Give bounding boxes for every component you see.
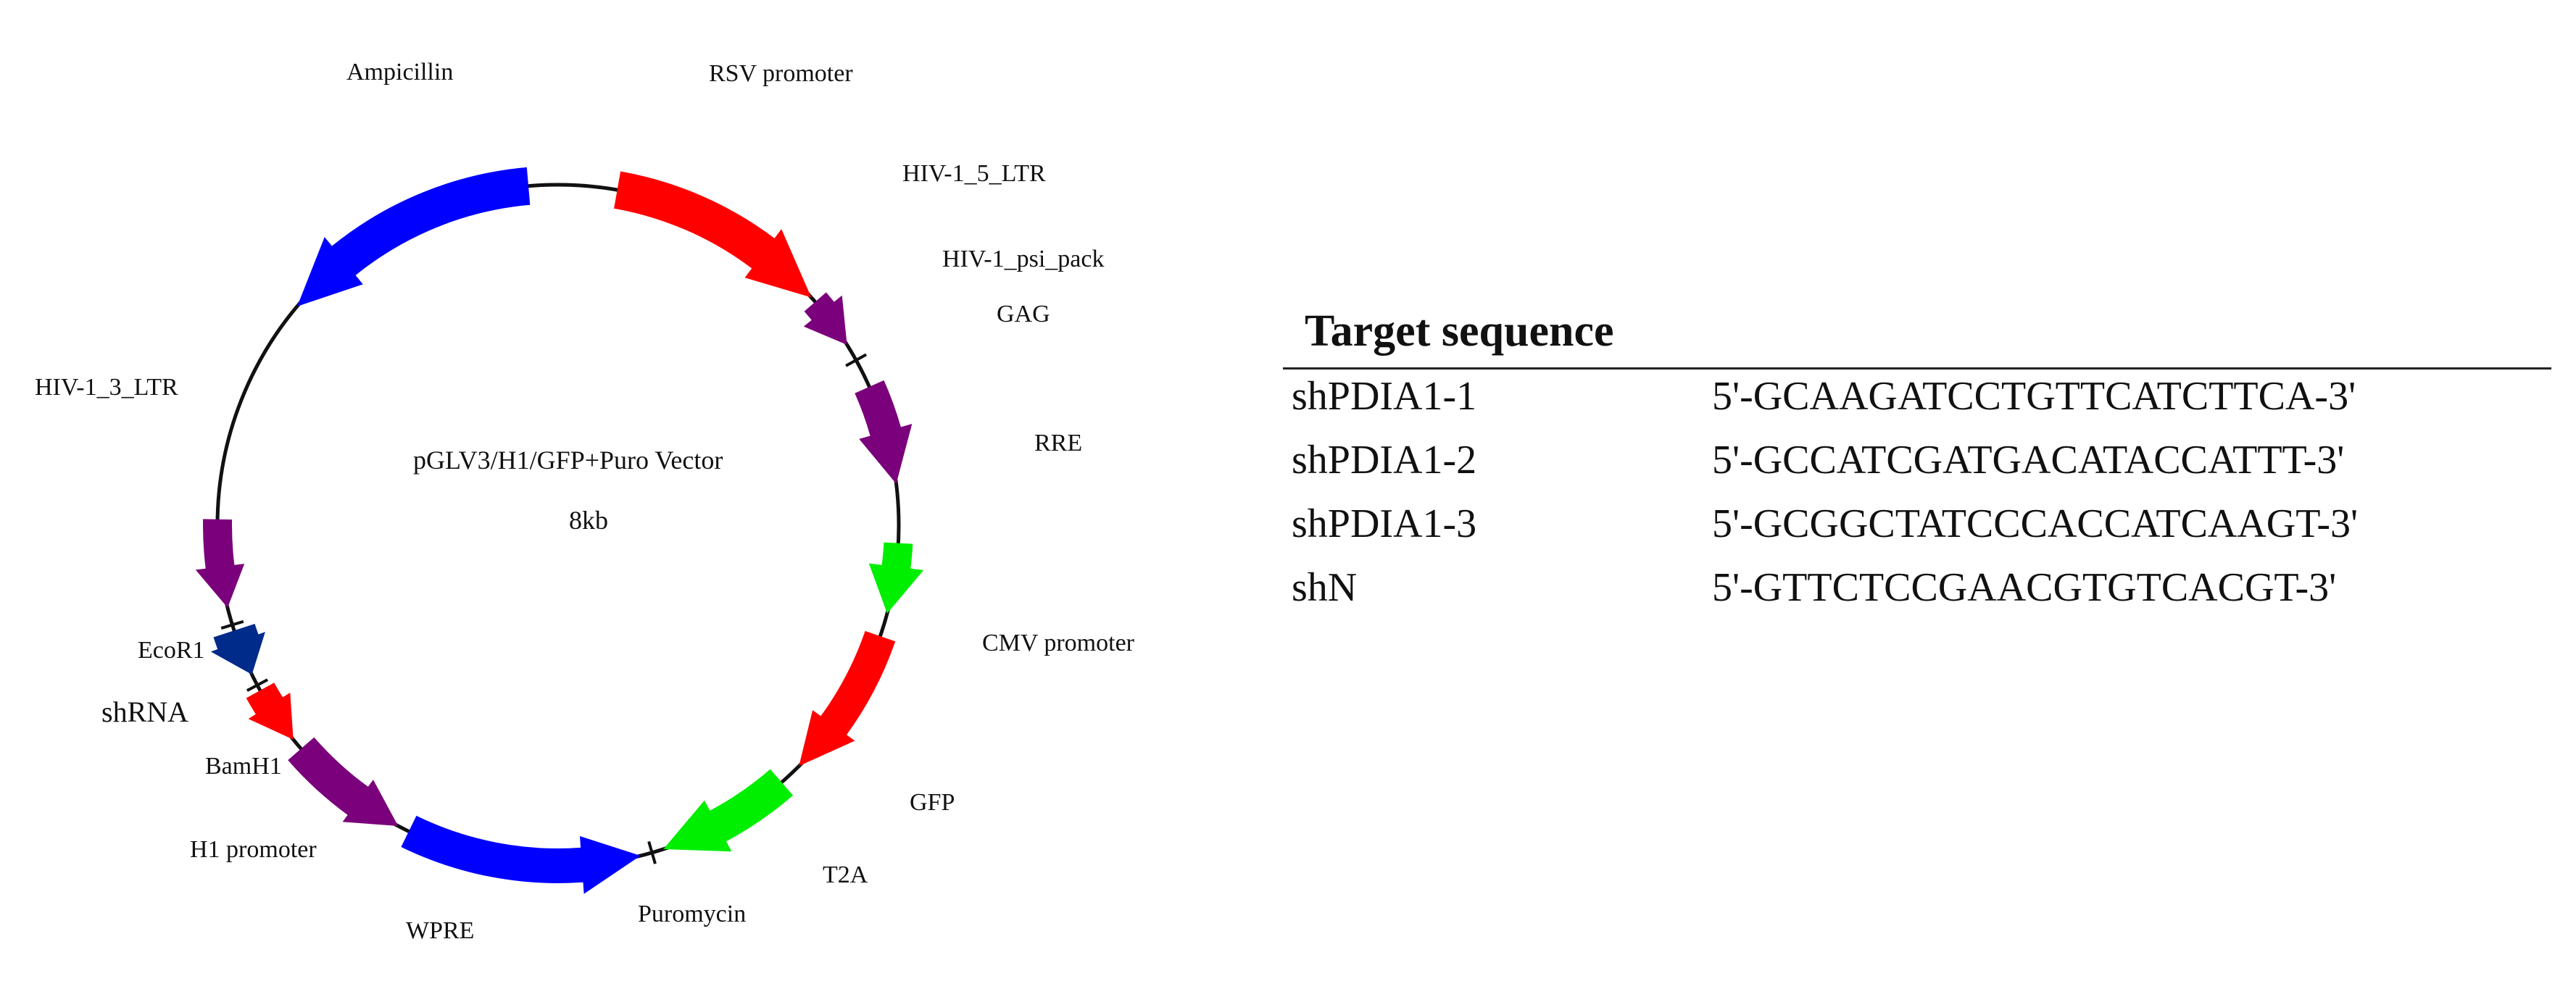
shrna-name: shPDIA1-1 [1292,374,1477,419]
cmv-promoter-arrow [799,630,896,767]
label-t2a: T2A [823,861,868,888]
label-hiv-5-ltr: HIV-1_5_LTR [902,160,1046,187]
shrna-arrow [210,624,265,675]
plasmid-name: pGLV3/H1/GFP+Puro Vector [413,446,723,475]
label-gag: GAG [997,301,1050,327]
label-hiv-3-ltr: HIV-1_3_LTR [35,374,178,401]
ampicillin-arrow [297,167,531,306]
target-sequence: 5'-GCCATCGATGACATACCATTT-3' [1712,438,2345,483]
t2a-tick [647,840,657,864]
table-row: shPDIA1-3 5'-GCGGCTATCCCACCATCAAGT-3' [1283,497,2551,561]
table-row: shPDIA1-2 5'-GCCATCGATGACATACCATTT-3' [1283,433,2551,497]
gag-arrow [855,380,913,484]
label-wpre: WPRE [406,917,474,944]
rsv-promoter-arrow [614,171,812,298]
label-hiv-psi-pack: HIV-1_psi_pack [942,246,1105,272]
table-header-row: Target sequence [1283,297,2551,370]
bamh1-tick [246,678,269,692]
label-ampicillin: Ampicillin [346,59,453,85]
target-sequence: 5'-GTTCTCCGAACGTGTCACGT-3' [1712,565,2337,610]
label-rre: RRE [1034,430,1082,456]
hiv-3-ltr-arrow [195,519,245,608]
label-rsv-promoter: RSV promoter [709,60,853,87]
table-header: Target sequence [1283,297,2551,370]
ecor1-tick [220,619,244,630]
shrna-name: shPDIA1-3 [1292,501,1477,546]
target-sequence: 5'-GCAAGATCCTGTTCATCTTCA-3' [1712,374,2356,419]
label-cmv-promoter: CMV promoter [982,630,1135,656]
wpre-arrow [288,737,399,826]
plasmid-map: Ampicillin RSV promoter HIV-1_5_LTR HIV-… [35,59,1135,944]
label-ecor1: EcoR1 [138,637,205,664]
psi-pack-tick [845,353,868,367]
label-h1-promoter: H1 promoter [190,836,317,863]
puromycin-arrow [401,815,641,894]
label-shrna: shRNA [101,696,188,728]
table-row: shPDIA1-1 5'-GCAAGATCCTGTTCATCTTCA-3' [1283,369,2551,434]
target-sequence: 5'-GCGGCTATCCCACCATCAAGT-3' [1712,501,2359,546]
shrna-name: shPDIA1-2 [1292,438,1477,483]
hiv-5-ltr-arrow [803,292,847,345]
label-puromycin: Puromycin [638,901,746,927]
gfp-arrow [663,769,794,852]
label-gfp: GFP [910,789,955,816]
rre-arrow [868,542,924,614]
h1-promoter-arrow [246,683,294,740]
target-sequence-table: Target sequence shPDIA1-1 5'-GCAAGATCCTG… [1283,297,2551,625]
shrna-name: shN [1292,565,1358,610]
plasmid-size: 8kb [569,506,608,535]
label-bamh1: BamH1 [205,753,282,780]
table-row: shN 5'-GTTCTCCGAACGTGTCACGT-3' [1283,561,2551,625]
